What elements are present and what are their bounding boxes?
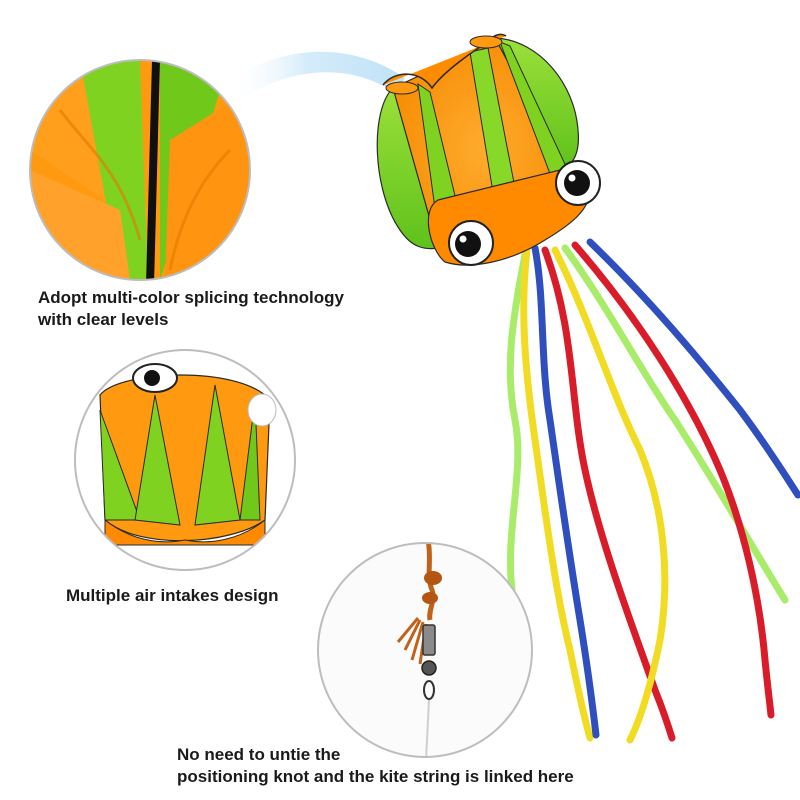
- caption-knot-line-2: positioning knot and the kite string is …: [177, 767, 574, 786]
- detail-circle-air-intakes: [74, 349, 296, 571]
- kite-top-intake: [382, 33, 507, 90]
- tail-red-right: [571, 241, 775, 719]
- caption-splicing-line-1: Adopt multi-color splicing technology: [38, 288, 344, 307]
- caption-splicing-line-2: with clear levels: [38, 310, 169, 329]
- caption-knot-line-1: No need to untie the: [177, 745, 341, 764]
- tail-green-left: [506, 251, 529, 594]
- callout-beam: [228, 51, 405, 100]
- detail-circle-knot: [317, 542, 533, 758]
- caption-knot: No need to untie the positioning knot an…: [177, 744, 574, 788]
- kite-intake-right: [469, 35, 503, 49]
- octopus-kite: [376, 33, 601, 266]
- detail-circle-splicing: [29, 59, 251, 281]
- tail-yellow-left: [520, 246, 594, 742]
- caption-air-intakes: Multiple air intakes design: [66, 585, 279, 607]
- tail-blue-left: [531, 244, 600, 739]
- caption-air-intakes-line-1: Multiple air intakes design: [66, 586, 279, 605]
- kite-eye-left: [448, 220, 494, 266]
- kite-tails: [506, 238, 800, 744]
- kite-intake-left: [385, 81, 419, 95]
- caption-splicing: Adopt multi-color splicing technology wi…: [38, 287, 344, 331]
- tail-green-mid: [561, 244, 789, 604]
- tail-blue-right: [586, 238, 800, 499]
- tail-yellow-mid: [551, 246, 669, 744]
- tail-red-left: [541, 246, 676, 742]
- kite-eye-right: [555, 160, 601, 206]
